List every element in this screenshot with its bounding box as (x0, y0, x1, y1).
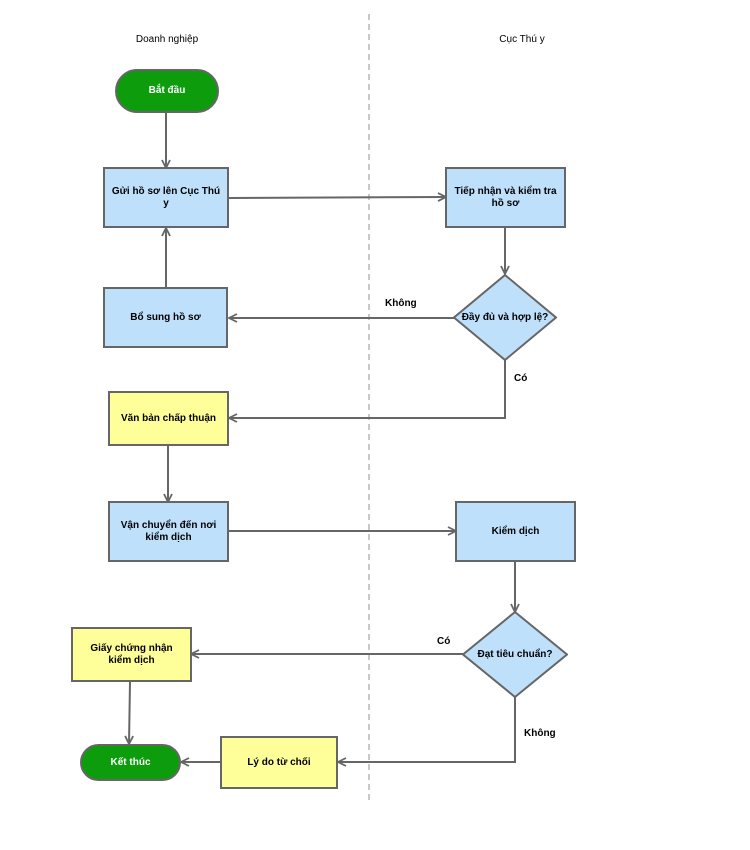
check-standard-label: Đạt tiêu chuẩn? (477, 649, 553, 660)
supplement-dossier-node: Bổ sung hồ sơ (103, 287, 228, 348)
edge-label-valid-no: Không (385, 298, 417, 309)
certificate-document-node: Giấy chứng nhận kiểm dịch (71, 627, 192, 682)
check-valid-label: Đầy đủ và hợp lệ? (461, 312, 549, 323)
check-valid-decision: Đầy đủ và hợp lệ? (453, 274, 557, 361)
edge-submit-to-receive (228, 197, 446, 198)
approval-document-node: Văn bản chấp thuận (108, 391, 229, 446)
check-standard-decision: Đạt tiêu chuẩn? (462, 611, 568, 698)
edge-label-standard-no: Không (524, 728, 556, 739)
rejection-reason-node: Lý do từ chối (220, 736, 338, 789)
lane-divider (368, 14, 370, 800)
check-standard-diamond (462, 611, 568, 698)
edge-label-valid-yes: Có (514, 373, 528, 384)
end-node: Kết thúc (80, 744, 181, 781)
edge-certificate-to-end (129, 681, 130, 744)
lane-title-enterprise: Doanh nghiệp (135, 34, 199, 45)
edge-label-standard-yes: Có (437, 636, 451, 647)
quarantine-node: Kiểm dịch (455, 501, 576, 562)
submit-dossier-node: Gửi hồ sơ lên Cục Thú y (103, 167, 229, 228)
edge-check-standard-no (338, 697, 516, 762)
edge-check-valid-yes (229, 360, 506, 418)
receive-check-node: Tiếp nhận và kiểm tra hồ sơ (445, 167, 566, 228)
transport-node: Vận chuyển đến nơi kiểm dịch (108, 501, 229, 562)
check-valid-diamond (453, 274, 557, 361)
lane-title-veterinary-department: Cục Thú y (499, 34, 545, 45)
start-node: Bắt đầu (115, 69, 219, 113)
